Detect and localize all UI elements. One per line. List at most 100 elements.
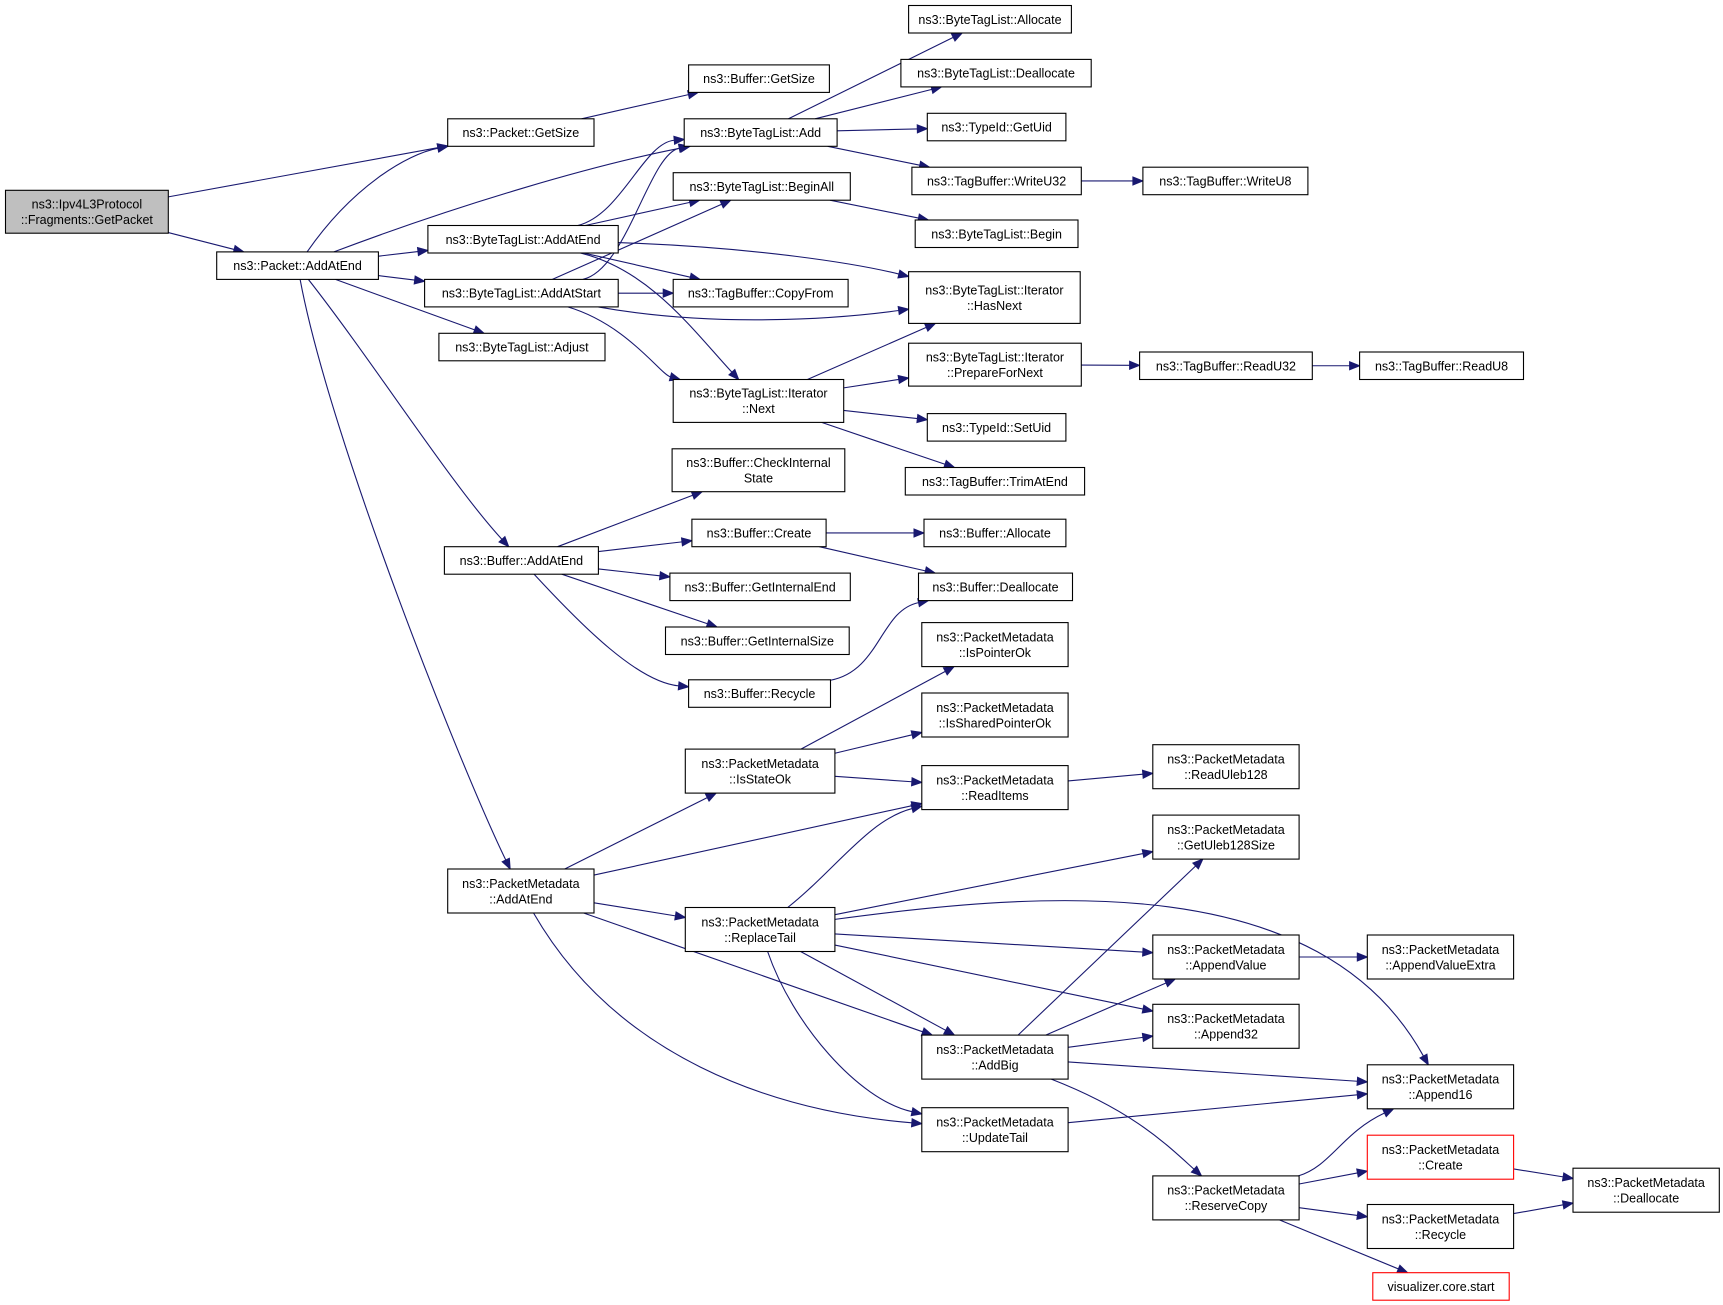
node-buf_getinternalsize[interactable]: ns3::Buffer::GetInternalSize	[664, 626, 850, 656]
node-buf_getinternalend[interactable]: ns3::Buffer::GetInternalEnd	[669, 572, 851, 602]
node-box[interactable]	[926, 112, 1067, 142]
node-box[interactable]	[1359, 351, 1525, 381]
node-pm_getuleb128size[interactable]: ns3::PacketMetadata::GetUleb128Size	[1152, 814, 1300, 860]
node-tb_readu32[interactable]: ns3::TagBuffer::ReadU32	[1139, 351, 1313, 381]
node-box[interactable]	[900, 58, 1092, 88]
node-tb_readu8[interactable]: ns3::TagBuffer::ReadU8	[1359, 351, 1525, 381]
node-pm_append16[interactable]: ns3::PacketMetadata::Append16	[1366, 1064, 1515, 1110]
node-tb_copyfrom[interactable]: ns3::TagBuffer::CopyFrom	[672, 278, 849, 308]
node-box[interactable]	[691, 518, 827, 548]
node-pm_append32[interactable]: ns3::PacketMetadata::Append32	[1152, 1003, 1300, 1049]
node-box[interactable]	[921, 1034, 1069, 1080]
node-box[interactable]	[1366, 1134, 1515, 1180]
node-tb_trimatend[interactable]: ns3::TagBuffer::TrimAtEnd	[904, 466, 1086, 496]
node-pm_updatetail[interactable]: ns3::PacketMetadata::UpdateTail	[921, 1107, 1069, 1153]
node-pm_ispointerok[interactable]: ns3::PacketMetadata::IsPointerOk	[921, 622, 1069, 668]
node-btl_allocate[interactable]: ns3::ByteTagList::Allocate	[908, 4, 1072, 34]
node-box[interactable]	[921, 765, 1069, 811]
node-root[interactable]: ns3::Ipv4L3Protocol::Fragments::GetPacke…	[4, 189, 169, 234]
node-tb_writeu8[interactable]: ns3::TagBuffer::WriteU8	[1142, 166, 1309, 196]
node-pm_appendvalueextra[interactable]: ns3::PacketMetadata::AppendValueExtra	[1366, 934, 1515, 980]
node-box[interactable]	[672, 278, 849, 308]
node-buf_deallocate[interactable]: ns3::Buffer::Deallocate	[917, 572, 1074, 602]
node-box[interactable]	[908, 271, 1081, 324]
node-box[interactable]	[447, 118, 595, 147]
node-pm_reservecopy[interactable]: ns3::PacketMetadata::ReserveCopy	[1152, 1175, 1300, 1221]
node-btl_begin[interactable]: ns3::ByteTagList::Begin	[914, 219, 1079, 249]
node-it_next[interactable]: ns3::ByteTagList::Iterator::Next	[672, 378, 845, 423]
node-viz_start[interactable]: visualizer.core.start	[1372, 1272, 1510, 1301]
node-box[interactable]	[1142, 166, 1309, 196]
node-pm_create[interactable]: ns3::PacketMetadata::Create	[1366, 1134, 1515, 1180]
node-box[interactable]	[664, 626, 850, 656]
node-box[interactable]	[688, 679, 832, 708]
node-box[interactable]	[904, 466, 1086, 496]
node-pm_replacetail[interactable]: ns3::PacketMetadata::ReplaceTail	[684, 906, 836, 953]
node-box[interactable]	[1366, 1064, 1515, 1110]
node-btl_deallocate[interactable]: ns3::ByteTagList::Deallocate	[900, 58, 1092, 88]
node-it_prepare[interactable]: ns3::ByteTagList::Iterator::PrepareForNe…	[908, 342, 1082, 387]
node-box[interactable]	[921, 1107, 1069, 1153]
node-pm_readitems[interactable]: ns3::PacketMetadata::ReadItems	[921, 765, 1069, 811]
node-box[interactable]	[672, 172, 851, 201]
node-box[interactable]	[1152, 934, 1300, 980]
node-box[interactable]	[424, 278, 619, 308]
node-box[interactable]	[1152, 1175, 1300, 1221]
node-btl_adjust[interactable]: ns3::ByteTagList::Adjust	[438, 332, 606, 362]
node-pm_deallocate[interactable]: ns3::PacketMetadata::Deallocate	[1572, 1167, 1720, 1213]
node-pm_addatend[interactable]: ns3::PacketMetadata::AddAtEnd	[447, 868, 595, 914]
node-box[interactable]	[684, 748, 836, 794]
node-box[interactable]	[4, 189, 169, 234]
node-box[interactable]	[921, 692, 1069, 738]
node-pm_appendvalue[interactable]: ns3::PacketMetadata::AppendValue	[1152, 934, 1300, 980]
node-btl_add[interactable]: ns3::ByteTagList::Add	[683, 118, 838, 147]
node-box[interactable]	[688, 64, 830, 93]
node-pm_readuleb128[interactable]: ns3::PacketMetadata::ReadUleb128	[1152, 744, 1300, 790]
node-tb_writeu32[interactable]: ns3::TagBuffer::WriteU32	[911, 166, 1082, 196]
node-btl_addatend[interactable]: ns3::ByteTagList::AddAtEnd	[427, 224, 619, 254]
node-box[interactable]	[911, 166, 1082, 196]
node-it_hasnext[interactable]: ns3::ByteTagList::Iterator::HasNext	[908, 271, 1081, 324]
node-box[interactable]	[1572, 1167, 1720, 1213]
node-box[interactable]	[1152, 744, 1300, 790]
node-buf_addatend[interactable]: ns3::Buffer::AddAtEnd	[443, 546, 599, 575]
node-buf_allocate[interactable]: ns3::Buffer::Allocate	[923, 518, 1067, 548]
node-box[interactable]	[427, 224, 619, 254]
node-box[interactable]	[438, 332, 606, 362]
node-pm_issharedpointerok[interactable]: ns3::PacketMetadata::IsSharedPointerOk	[921, 692, 1069, 738]
node-btl_beginall[interactable]: ns3::ByteTagList::BeginAll	[672, 172, 851, 201]
node-box[interactable]	[1152, 1003, 1300, 1049]
node-box[interactable]	[1366, 934, 1515, 980]
node-box[interactable]	[926, 413, 1067, 442]
node-box[interactable]	[684, 906, 836, 953]
node-pm_isstateok[interactable]: ns3::PacketMetadata::IsStateOk	[684, 748, 836, 794]
node-buf_getsize[interactable]: ns3::Buffer::GetSize	[688, 64, 830, 93]
node-typeid_setuid[interactable]: ns3::TypeId::SetUid	[926, 413, 1067, 442]
node-pkt_getsize[interactable]: ns3::Packet::GetSize	[447, 118, 595, 147]
node-box[interactable]	[921, 622, 1069, 668]
node-typeid_getuid[interactable]: ns3::TypeId::GetUid	[926, 112, 1067, 142]
node-box[interactable]	[1139, 351, 1313, 381]
node-pm_addbig[interactable]: ns3::PacketMetadata::AddBig	[921, 1034, 1069, 1080]
node-box[interactable]	[447, 868, 595, 914]
node-box[interactable]	[216, 251, 379, 280]
node-box[interactable]	[1152, 814, 1300, 860]
node-box[interactable]	[1366, 1203, 1515, 1250]
node-box[interactable]	[917, 572, 1074, 602]
node-box[interactable]	[923, 518, 1067, 548]
node-box[interactable]	[672, 378, 845, 423]
node-box[interactable]	[669, 572, 851, 602]
node-box[interactable]	[1372, 1272, 1510, 1301]
node-box[interactable]	[914, 219, 1079, 249]
node-buf_create[interactable]: ns3::Buffer::Create	[691, 518, 827, 548]
node-box[interactable]	[671, 448, 846, 493]
node-box[interactable]	[683, 118, 838, 147]
node-box[interactable]	[908, 4, 1072, 34]
node-buf_recycle[interactable]: ns3::Buffer::Recycle	[688, 679, 832, 708]
node-pm_recycle[interactable]: ns3::PacketMetadata::Recycle	[1366, 1203, 1515, 1250]
node-btl_addatstart[interactable]: ns3::ByteTagList::AddAtStart	[424, 278, 619, 308]
node-box[interactable]	[443, 546, 599, 575]
node-box[interactable]	[908, 342, 1082, 387]
node-pkt_addatend[interactable]: ns3::Packet::AddAtEnd	[216, 251, 379, 280]
